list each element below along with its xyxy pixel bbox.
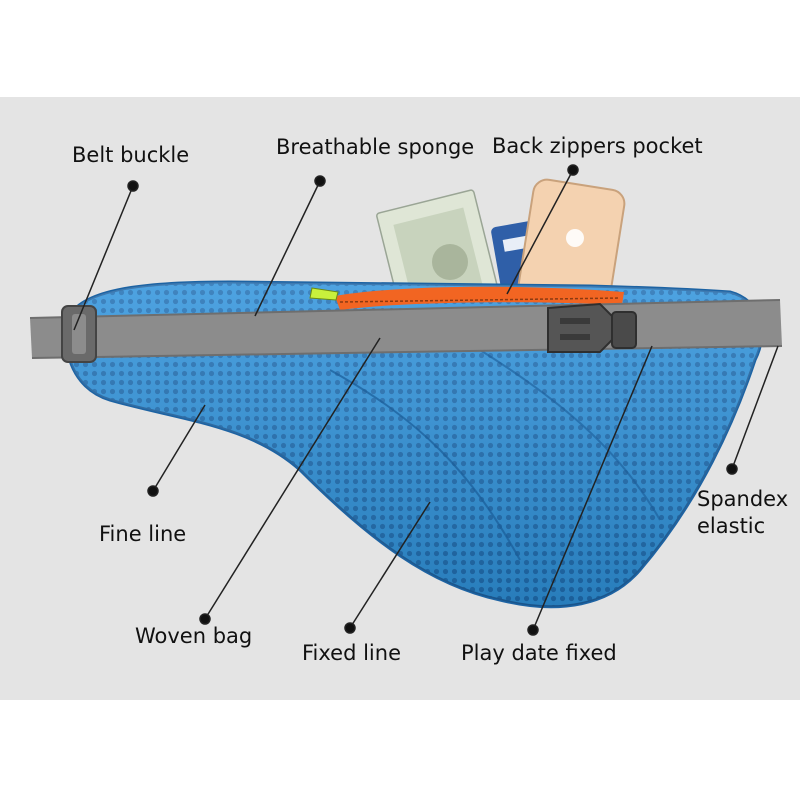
callout-lines bbox=[73, 164, 779, 636]
callout-breathable-sponge: Breathable sponge bbox=[276, 135, 475, 159]
callout-spandex-elastic-line2: elastic bbox=[697, 514, 766, 538]
callout-play-date-fixed: Play date fixed bbox=[461, 641, 617, 665]
belt-buckle bbox=[61, 305, 97, 363]
side-release-buckle bbox=[547, 302, 637, 353]
callout-fine-line: Fine line bbox=[99, 522, 187, 546]
fixed-stitch-line bbox=[329, 369, 521, 561]
apple-logo-icon bbox=[566, 229, 584, 247]
zipper-pull bbox=[309, 287, 339, 301]
zipper bbox=[335, 286, 624, 310]
callout-woven-bag: Woven bag bbox=[135, 624, 253, 648]
callout-fixed-line: Fixed line bbox=[302, 641, 401, 665]
callout-back-zippers-pocket: Back zippers pocket bbox=[492, 134, 703, 158]
callout-belt-buckle: Belt buckle bbox=[72, 143, 190, 167]
callout-spandex-elastic-line1: Spandex bbox=[697, 487, 789, 511]
